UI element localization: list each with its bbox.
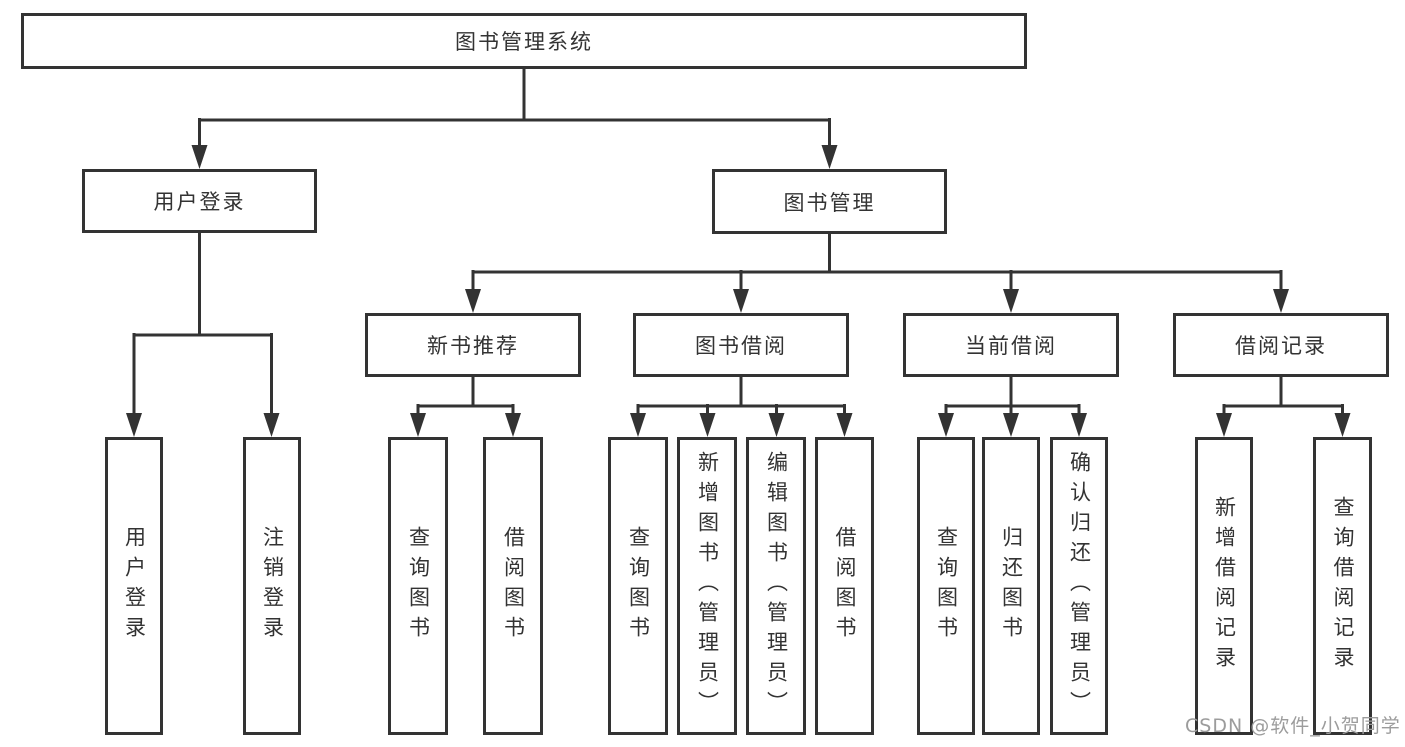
arrowhead-icon <box>465 289 481 313</box>
leaf-records-query-record: 查询借阅记录 <box>1313 437 1372 735</box>
node-borrow-records-label: 借阅记录 <box>1235 334 1327 358</box>
leaf-current-confirm-return-admin-label: 确认归还（管理员） <box>1067 451 1092 721</box>
watermark: CSDN @软件_小贺同学 <box>1185 715 1401 737</box>
arrowhead-icon <box>410 413 426 437</box>
leaf-borrow-add-books-admin: 新增图书（管理员） <box>677 437 737 735</box>
leaf-logout: 注销登录 <box>243 437 301 735</box>
node-current-borrowing-label: 当前借阅 <box>965 334 1057 358</box>
arrowhead-icon <box>1003 289 1019 313</box>
arrowhead-icon <box>733 289 749 313</box>
leaf-current-return-books: 归还图书 <box>982 437 1040 735</box>
node-user-login-label: 用户登录 <box>153 190 246 214</box>
leaf-recommend-borrow-books: 借阅图书 <box>483 437 543 735</box>
node-current-borrowing: 当前借阅 <box>903 313 1119 377</box>
leaf-records-add-record: 新增借阅记录 <box>1195 437 1253 735</box>
arrowhead-icon <box>821 145 838 169</box>
arrowhead-icon <box>1071 413 1087 437</box>
arrowhead-icon <box>768 413 785 437</box>
arrowhead-icon <box>938 413 954 437</box>
connector-shafts <box>132 67 1344 418</box>
leaf-current-return-books-label: 归还图书 <box>999 526 1024 646</box>
leaf-records-query-record-label: 查询借阅记录 <box>1331 496 1355 676</box>
leaf-current-query-books-label: 查询图书 <box>934 526 959 646</box>
leaf-user-login-label: 用户登录 <box>122 526 147 646</box>
arrowhead-icon <box>1216 413 1232 437</box>
node-borrow-records: 借阅记录 <box>1173 313 1389 377</box>
leaf-borrow-add-books-admin-label: 新增图书（管理员） <box>695 451 720 721</box>
arrowhead-icon <box>505 413 521 437</box>
leaf-borrow-lend-books: 借阅图书 <box>815 437 874 735</box>
arrowhead-icon <box>1334 413 1351 437</box>
leaf-borrow-query-books: 查询图书 <box>608 437 668 735</box>
arrowhead-icon <box>263 413 280 437</box>
node-new-book-recommend-label: 新书推荐 <box>427 334 519 358</box>
leaf-borrow-query-books-label: 查询图书 <box>626 526 651 646</box>
arrowhead-icon <box>1003 413 1019 437</box>
arrowhead-icon <box>1273 289 1289 313</box>
arrowhead-icon <box>836 413 853 437</box>
leaf-current-confirm-return-admin: 确认归还（管理员） <box>1050 437 1108 735</box>
arrowhead-icon <box>126 413 142 437</box>
node-root-label: 图书管理系统 <box>455 30 593 54</box>
arrowhead-icon <box>699 413 716 437</box>
leaf-current-query-books: 查询图书 <box>917 437 975 735</box>
leaf-user-login: 用户登录 <box>105 437 163 735</box>
node-book-management: 图书管理 <box>712 169 947 234</box>
leaf-borrow-lend-books-label: 借阅图书 <box>833 526 857 646</box>
leaf-logout-label: 注销登录 <box>260 526 285 646</box>
node-book-borrowing: 图书借阅 <box>633 313 849 377</box>
node-user-login: 用户登录 <box>82 169 317 233</box>
leaf-borrow-edit-books-admin-label: 编辑图书（管理员） <box>764 451 789 721</box>
node-book-management-label: 图书管理 <box>783 190 876 215</box>
leaf-recommend-borrow-books-label: 借阅图书 <box>501 526 526 646</box>
node-book-borrowing-label: 图书借阅 <box>695 334 787 358</box>
leaf-recommend-query-books: 查询图书 <box>388 437 448 735</box>
node-root: 图书管理系统 <box>21 13 1027 69</box>
leaf-borrow-edit-books-admin: 编辑图书（管理员） <box>746 437 806 735</box>
arrowhead-icon <box>191 145 208 169</box>
node-new-book-recommend: 新书推荐 <box>365 313 581 377</box>
leaf-recommend-query-books-label: 查询图书 <box>406 526 431 646</box>
leaf-records-add-record-label: 新增借阅记录 <box>1212 496 1237 676</box>
arrowhead-icon <box>630 413 646 437</box>
